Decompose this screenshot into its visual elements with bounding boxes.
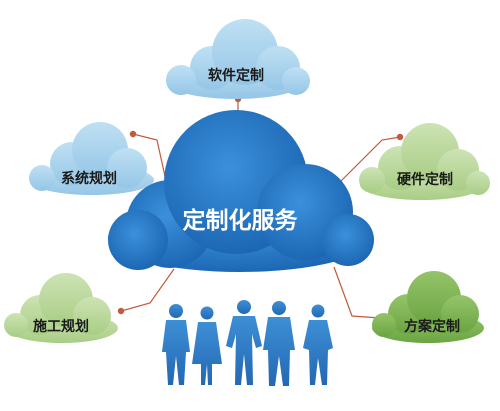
node-label-software: 软件定制 — [208, 67, 264, 84]
business-people-icon — [162, 300, 333, 386]
node-label-system: 系统规划 — [61, 170, 117, 187]
node-label-hardware: 硬件定制 — [397, 171, 453, 188]
cloud-solution — [372, 271, 484, 343]
connector-solution — [333, 266, 381, 319]
cloud-construction — [4, 273, 118, 343]
node-label-construction: 施工规划 — [33, 318, 89, 335]
center-label: 定制化服务 — [183, 207, 299, 234]
cloud-software — [166, 19, 310, 99]
cloud-hardware — [359, 123, 490, 200]
connector-lines — [120, 99, 401, 319]
connector-construction — [120, 268, 175, 312]
node-label-solution: 方案定制 — [404, 318, 460, 335]
connector-system — [132, 133, 169, 191]
cloud-system — [29, 122, 154, 195]
cloud-center — [108, 110, 374, 272]
connector-hardware — [339, 136, 401, 183]
